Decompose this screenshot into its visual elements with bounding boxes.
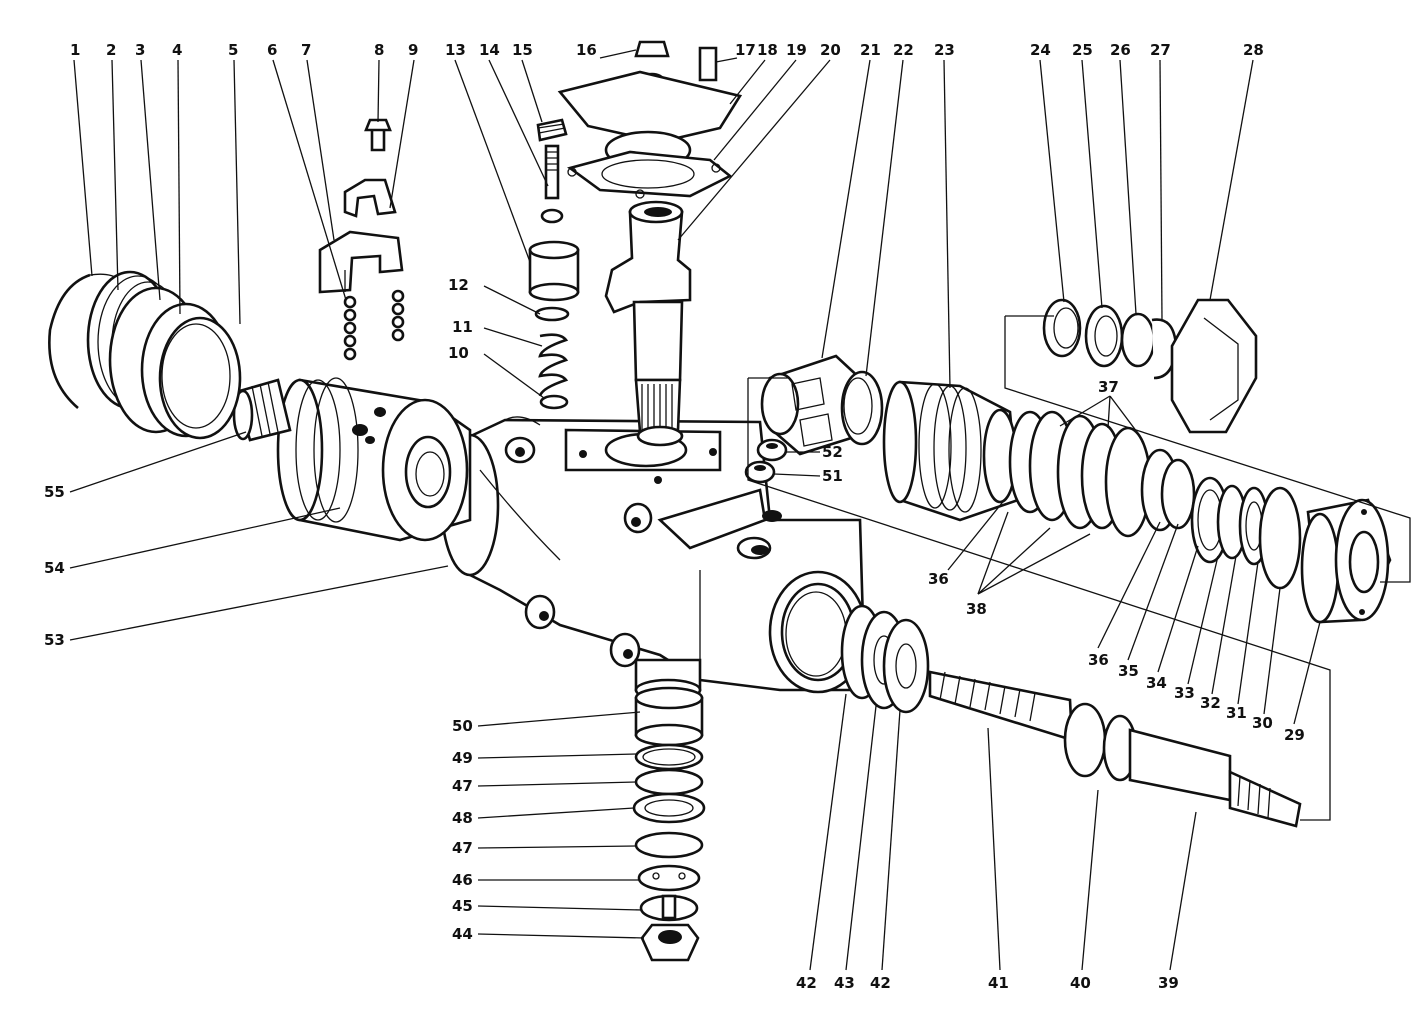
- callout-26: 26: [1110, 41, 1131, 59]
- callout-27: 27: [1150, 41, 1171, 59]
- gear-housing: [440, 416, 868, 694]
- callout-17: 17: [735, 41, 756, 59]
- callout-39: 39: [1158, 974, 1179, 992]
- fittings-51-52: [744, 438, 788, 484]
- lower-bearing-stack: [632, 658, 706, 962]
- callout-8: 8: [374, 41, 384, 59]
- assembly-outlines: [747, 315, 1411, 821]
- callout-53: 53: [44, 631, 65, 649]
- callout-37: 37: [1098, 378, 1119, 396]
- callout-18: 18: [757, 41, 778, 59]
- callout-40: 40: [1070, 974, 1091, 992]
- callout-47-a: 47: [452, 777, 473, 795]
- callout-21: 21: [860, 41, 881, 59]
- callout-42-b: 42: [870, 974, 891, 992]
- clip-and-balls: [318, 118, 405, 361]
- callout-32: 32: [1200, 694, 1221, 712]
- callout-45: 45: [452, 897, 473, 915]
- callout-7: 7: [301, 41, 311, 59]
- callout-55: 55: [44, 483, 65, 501]
- callout-33: 33: [1174, 684, 1195, 702]
- callout-9: 9: [408, 41, 418, 59]
- callout-46: 46: [452, 871, 473, 889]
- callout-14: 14: [479, 41, 500, 59]
- callout-23: 23: [934, 41, 955, 59]
- callout-12: 12: [448, 276, 469, 294]
- callout-38: 38: [966, 600, 987, 618]
- callout-6: 6: [267, 41, 277, 59]
- top-cover: [557, 40, 743, 199]
- callout-43: 43: [834, 974, 855, 992]
- threaded-fitting: [232, 378, 292, 442]
- callout-15: 15: [512, 41, 533, 59]
- callout-47-b: 47: [452, 839, 473, 857]
- callout-44: 44: [452, 925, 473, 943]
- upper-bearing-parts: [1042, 298, 1258, 434]
- ball-cage: [760, 354, 884, 456]
- seal-rings-left: [48, 270, 242, 440]
- callout-31: 31: [1226, 704, 1247, 722]
- callout-leaders: [69, 49, 1321, 971]
- callout-50: 50: [452, 717, 473, 735]
- callout-41: 41: [988, 974, 1009, 992]
- callout-19: 19: [786, 41, 807, 59]
- callout-20: 20: [820, 41, 841, 59]
- callout-4: 4: [172, 41, 182, 59]
- sector-shaft: [604, 200, 692, 447]
- end-cap-assembly: [1190, 476, 1392, 624]
- callout-11: 11: [452, 318, 473, 336]
- callout-36-b: 36: [1088, 651, 1109, 669]
- callout-51: 51: [822, 467, 843, 485]
- thrust-bearings: [840, 604, 930, 714]
- callout-2: 2: [106, 41, 116, 59]
- piston-and-rings: [882, 380, 1196, 538]
- callout-36-a: 36: [928, 570, 949, 588]
- callout-28: 28: [1243, 41, 1264, 59]
- callout-42-a: 42: [796, 974, 817, 992]
- callout-52: 52: [822, 443, 843, 461]
- callout-3: 3: [135, 41, 145, 59]
- callout-10: 10: [448, 344, 469, 362]
- callout-22: 22: [893, 41, 914, 59]
- worm-shaft: [928, 670, 1302, 828]
- callout-30: 30: [1252, 714, 1273, 732]
- center-valve-stack: [528, 118, 580, 410]
- callout-24: 24: [1030, 41, 1051, 59]
- callout-13: 13: [445, 41, 466, 59]
- callout-25: 25: [1072, 41, 1093, 59]
- callout-48: 48: [452, 809, 473, 827]
- callout-16: 16: [576, 41, 597, 59]
- callout-5: 5: [228, 41, 238, 59]
- callout-numbers: 1 2 3 4 5 6 7 8 9 13 14 15 16 17 18 19 2…: [44, 41, 1305, 992]
- callout-49: 49: [452, 749, 473, 767]
- callout-34: 34: [1146, 674, 1167, 692]
- left-valve-body: [276, 377, 472, 542]
- callout-1: 1: [70, 41, 80, 59]
- callout-29: 29: [1284, 726, 1305, 744]
- callout-54: 54: [44, 559, 65, 577]
- callout-35: 35: [1118, 662, 1139, 680]
